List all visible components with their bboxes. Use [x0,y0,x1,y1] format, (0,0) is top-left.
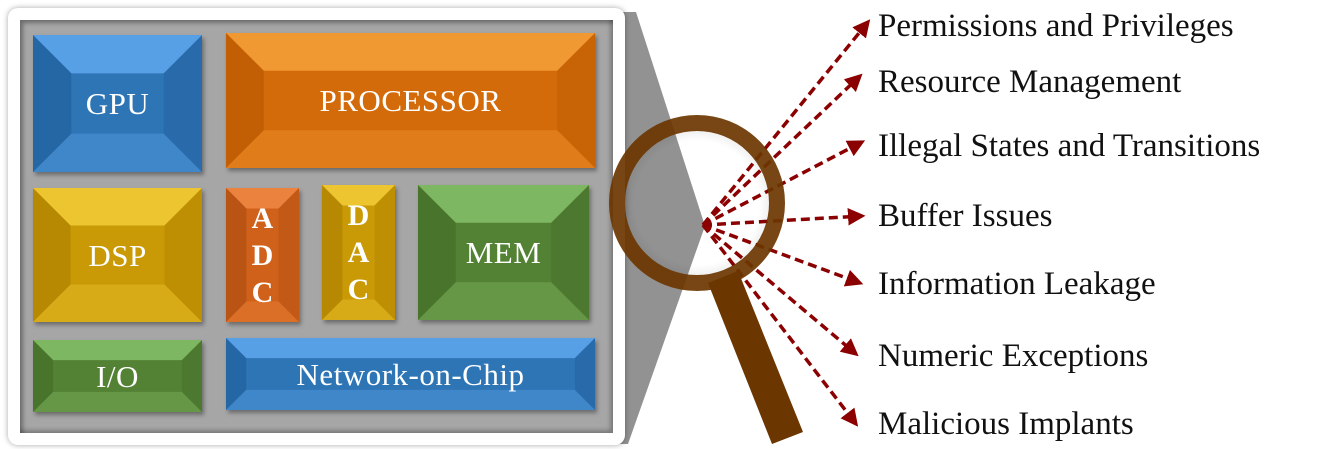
processor-label: PROCESSOR [319,83,502,118]
dac-letter: A [347,236,370,269]
dac-letter: D [347,199,370,232]
vulnerability-item: Buffer Issues [878,198,1053,234]
dsp-label: DSP [88,237,147,273]
mem-label: MEM [465,235,542,270]
magnifier-ring [609,115,785,291]
adc-letter: D [251,238,274,272]
vulnerability-item: Information Leakage [878,266,1156,302]
dac-label: D A C [348,197,370,308]
vulnerability-item: Malicious Implants [878,406,1134,442]
adc-letter: C [251,275,274,309]
network-on-chip-label: Network-on-Chip [296,356,525,392]
io-label: I/O [96,358,139,394]
magnifier-lens [623,129,771,277]
vulnerability-item: Resource Management [878,64,1182,100]
gpu-label: GPU [85,86,150,121]
adc-letter: A [251,201,274,235]
magnifying-glass-icon [609,115,803,444]
dashed-arrow [702,208,866,227]
magnifier-handle [708,271,803,444]
vulnerability-item: Illegal States and Transitions [878,128,1261,164]
vulnerability-item: Numeric Exceptions [878,338,1149,374]
vulnerability-item: Permissions and Privileges [878,8,1234,44]
dac-letter: C [347,273,370,306]
adc-label: A D C [252,200,274,311]
